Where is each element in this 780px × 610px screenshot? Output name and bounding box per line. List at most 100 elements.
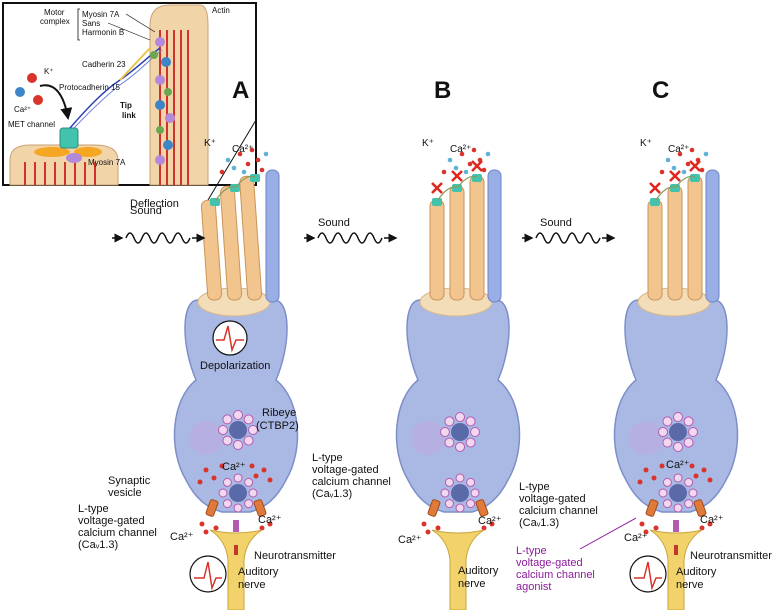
vesicle-icon — [244, 499, 254, 509]
stereocilium-1 — [429, 199, 445, 301]
ca-out-right-a: Ca²⁺ — [258, 514, 282, 526]
ca-ion — [253, 473, 259, 479]
k-label-a: K⁺ — [204, 138, 216, 149]
k-label-c: K⁺ — [640, 138, 652, 149]
ltype-label-c-4: (Caᵥ1.3) — [519, 517, 559, 529]
ca-inside-label-a: Ca²⁺ — [222, 461, 246, 473]
met-channel-icon — [472, 174, 482, 182]
kinocilium — [265, 169, 280, 303]
calcium-channel-icon — [427, 499, 441, 517]
ca-ion — [489, 521, 495, 527]
blocked-icon — [431, 182, 443, 194]
ca-ion — [701, 467, 707, 473]
ca-ion — [425, 529, 431, 535]
k-ion — [463, 169, 469, 175]
ca-out-right-c: Ca²⁺ — [700, 514, 724, 526]
hair-cell-c — [522, 147, 739, 610]
vesicle-icon — [218, 488, 228, 498]
stereocilium-3 — [687, 175, 703, 301]
kinocilium — [487, 169, 502, 303]
ca-ion — [255, 157, 261, 163]
ca-ion — [643, 467, 649, 473]
inset-cadherin-label: Cadherin 23 — [82, 60, 126, 69]
vesicle-icon — [688, 488, 698, 498]
neurotransmitter-label-c: Neurotransmitter — [690, 550, 772, 562]
met-channel-icon — [432, 198, 442, 206]
nerve-label-a-1: Auditory — [238, 566, 279, 578]
stereocilium-3 — [239, 175, 263, 301]
k-label-b: K⁺ — [422, 138, 434, 149]
sound-wave-icon — [535, 232, 601, 244]
ribeye-label-1: Ribeye — [262, 407, 296, 419]
inset-tip-label-1: Tip — [120, 101, 132, 110]
ca-ion — [203, 467, 209, 473]
vesicle-icon — [662, 437, 673, 448]
ca-ion — [653, 525, 659, 531]
inset-actin-label: Actin — [212, 6, 230, 15]
ltype-label-a-3: calcium channel — [78, 527, 157, 539]
ca-ion — [699, 167, 705, 173]
panel-a-annotations: Sound Deflection K⁺ Ca²⁺ Depolarization … — [78, 138, 336, 591]
ca-ion — [637, 479, 643, 485]
sound-label-a: Sound — [130, 205, 162, 217]
nucleus — [189, 421, 223, 455]
action-potential-icon — [629, 555, 667, 593]
ltype-label-a-4: (Caᵥ1.3) — [78, 539, 118, 551]
vesicle-icon — [248, 425, 258, 435]
met-channel-icon — [452, 184, 462, 192]
vesicle-icon — [444, 437, 455, 448]
vesicle-icon — [684, 477, 694, 487]
met-channel-icon — [210, 198, 220, 206]
met-channel-icon — [59, 127, 79, 149]
ca-ion — [481, 167, 487, 173]
ca-ion — [707, 477, 713, 483]
met-channel-icon — [230, 184, 240, 192]
ca-ion — [249, 147, 255, 153]
ca-ion — [693, 473, 699, 479]
met-channel-icon — [670, 184, 680, 192]
vesicle-icon — [662, 416, 673, 427]
neurotransmitter-label-a: Neurotransmitter — [254, 550, 336, 562]
agonist-label-4: agonist — [516, 581, 551, 593]
ca-ion — [459, 151, 465, 157]
ca-ion — [707, 521, 713, 527]
stereocilium-2 — [667, 185, 683, 301]
ca-ion — [689, 147, 695, 153]
vesicle-icon — [455, 473, 465, 483]
vesicle-icon — [440, 488, 450, 498]
ca-ion — [267, 477, 273, 483]
deflection-label: Deflection — [130, 198, 179, 210]
ca-ion — [435, 525, 441, 531]
ca-ion — [219, 463, 225, 469]
vesicle-icon — [673, 442, 683, 452]
blocked-icon — [471, 160, 483, 172]
panel-label-c: C — [652, 77, 669, 104]
calcium-channel-icon — [205, 499, 219, 517]
stereocilium-1 — [200, 199, 223, 301]
inset-protocadherin-label: Protocadherin 15 — [59, 83, 120, 92]
synaptic-label-2: vesicle — [108, 487, 142, 499]
k-ion — [671, 165, 677, 171]
blocked-icon — [669, 170, 681, 182]
tip-link — [215, 186, 237, 201]
vesicle-icon — [683, 416, 694, 427]
k-ion — [485, 151, 491, 157]
inset-sans-label: Sans — [82, 19, 100, 28]
vesicle-icon — [233, 473, 243, 483]
ltype-label-b-4: (Caᵥ1.3) — [312, 488, 352, 500]
ca-inside-label-c: Ca²⁺ — [666, 459, 690, 471]
auditory-nerve — [209, 529, 263, 610]
vesicle-icon — [444, 416, 455, 427]
inset-met-label: MET channel — [8, 120, 55, 129]
vesicle-icon — [470, 427, 480, 437]
ca-out-left-c: Ca²⁺ — [624, 532, 648, 544]
ca-ion — [689, 463, 695, 469]
panel-label-b: B — [434, 77, 451, 104]
met-channel-icon — [650, 198, 660, 206]
vesicle-icon — [662, 499, 672, 509]
vesicle-icon — [658, 427, 668, 437]
ca-ion — [659, 463, 665, 469]
ca-ion — [237, 151, 243, 157]
ca-ion — [211, 475, 217, 481]
